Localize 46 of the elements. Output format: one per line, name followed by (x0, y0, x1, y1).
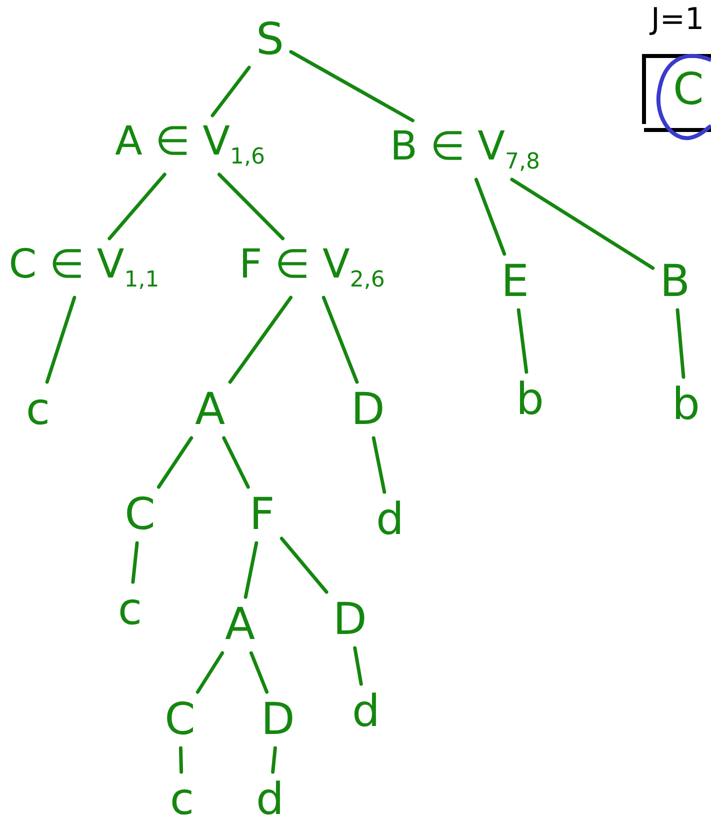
tree-branch-line (353, 646, 363, 686)
tree-node-label: D (348, 386, 388, 434)
tree-branch-line (196, 651, 224, 694)
tree-branch-line (289, 50, 414, 122)
tree-branch-line (516, 308, 528, 374)
tree-branch-line (45, 296, 76, 384)
tree-node-label: A (192, 386, 228, 434)
tree-branch-line (474, 178, 506, 256)
tree-node-label: A (222, 601, 258, 649)
tree-node-label: c (22, 386, 54, 434)
tree-branch-line (249, 651, 269, 694)
tree-node-label: d (349, 688, 383, 736)
tree-branch-line (322, 296, 359, 384)
tree-node-label: D (330, 596, 370, 644)
tree-branch-line (244, 541, 258, 599)
tree-branch-line (108, 172, 166, 240)
tree-node-label: C (122, 491, 158, 539)
tree-branch-line (228, 296, 293, 384)
tree-node-label: D (258, 696, 298, 744)
tree-node-label: B (656, 258, 694, 306)
tree-branch-line (131, 541, 139, 584)
tree-node-label: b (513, 376, 547, 424)
tree-branch-line (156, 436, 194, 489)
tree-node-label: A ∈ V$_{1,6}$ (112, 120, 268, 170)
tree-branch-line (280, 536, 328, 594)
tree-node-label: C ∈ V$_{1,1}$ (6, 242, 162, 294)
tree-branch-line (271, 746, 277, 774)
tree-branch-line (218, 172, 284, 240)
tree-node-label: E (498, 258, 532, 306)
tree-branch-line (372, 436, 386, 494)
tree-branch-line (210, 66, 251, 118)
tree-node-label: S (253, 16, 287, 64)
tree-branch-line (510, 178, 655, 270)
tree-node-label: F ∈ V$_{2,6}$ (236, 242, 388, 294)
tree-node-label: F (246, 491, 278, 539)
tree-node-label: C (162, 696, 198, 744)
tree-node-label: B ∈ V$_{7,8}$ (386, 124, 544, 176)
tree-node-label: d (373, 496, 407, 544)
tree-node-label: c (114, 586, 146, 634)
tree-node-label: d (253, 776, 287, 816)
index-note: J=1 (651, 2, 704, 37)
tree-node-label: b (669, 381, 703, 429)
tree-branch-line (676, 308, 686, 379)
tree-node-label: c (166, 776, 198, 816)
tree-branch-line (178, 746, 184, 774)
tree-branch-line (222, 436, 250, 489)
